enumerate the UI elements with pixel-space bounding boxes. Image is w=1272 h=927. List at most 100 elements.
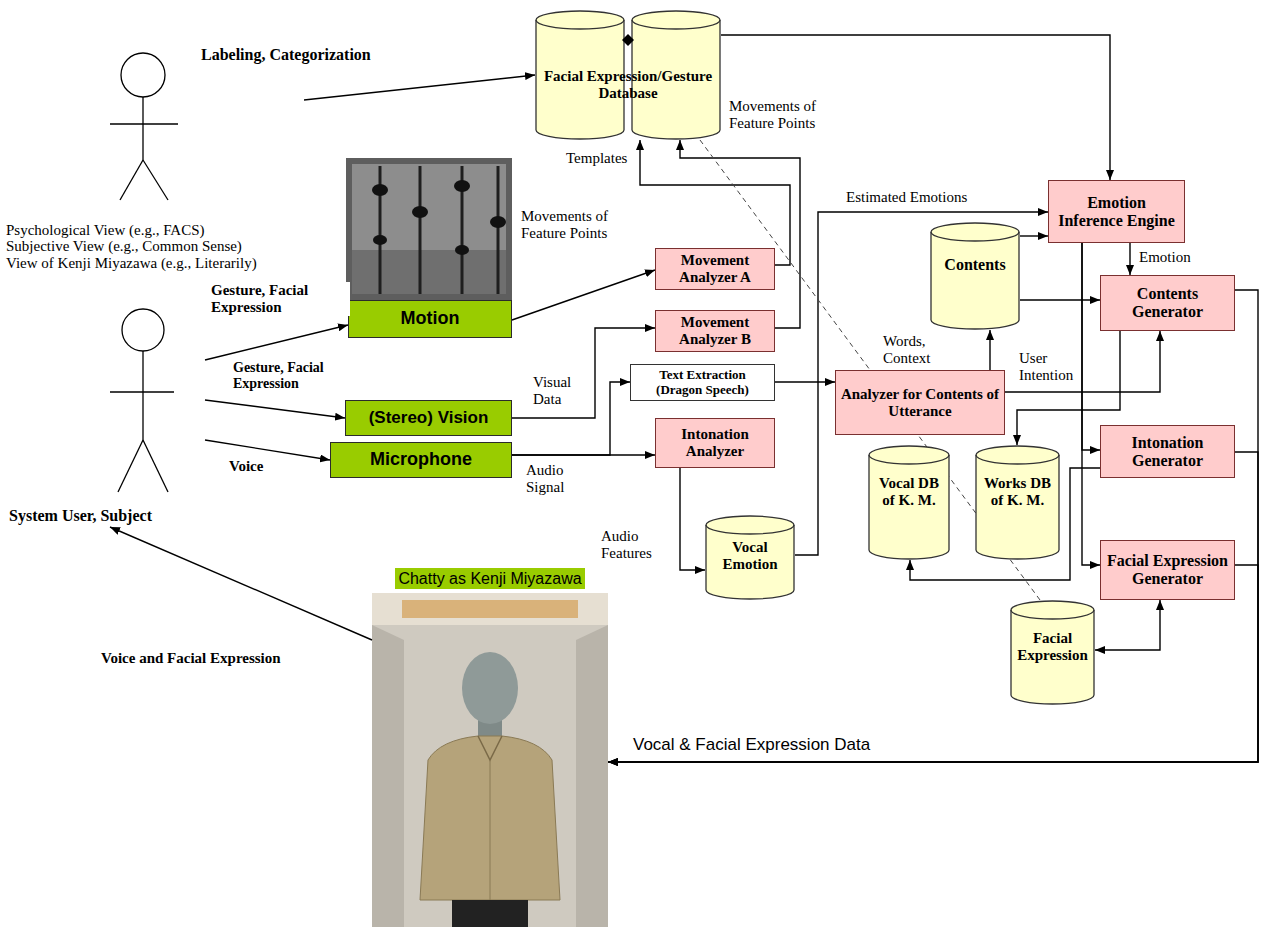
connector xyxy=(608,452,1258,762)
process-box: Emotion Inference Engine xyxy=(1048,180,1185,243)
text-group: Vocal DB of K. M. xyxy=(871,475,947,508)
process-box: Movement Analyzer B xyxy=(655,310,775,352)
text-group: Vocal Emotion xyxy=(708,539,792,572)
camera xyxy=(455,245,469,255)
node-text: Text Extraction (Dragon Speech) xyxy=(635,368,770,397)
shirt-placket xyxy=(490,760,491,900)
figure-arms xyxy=(110,391,174,392)
figure-body xyxy=(142,97,143,160)
text-group: System User, Subject xyxy=(9,507,203,525)
cylinder-rim xyxy=(931,232,1019,241)
node-text: Psychological View (e.g., FACS) xyxy=(6,222,302,239)
link-diamond xyxy=(622,34,634,46)
text-group: Intonation Generator xyxy=(1105,434,1230,470)
database-cylinder: Facial Expression xyxy=(1010,600,1095,705)
node-text: Motion xyxy=(353,309,507,329)
photo-floor xyxy=(352,250,506,294)
node-text: Facial Expression xyxy=(1013,630,1092,663)
connector xyxy=(1020,299,1100,300)
text-group: Psychological View (e.g., FACS)Subjectiv… xyxy=(6,222,302,272)
figure-body xyxy=(142,351,143,440)
user-figure xyxy=(110,309,174,492)
connector xyxy=(512,454,655,455)
process-box: Intonation Analyzer xyxy=(655,418,775,468)
text-group: Microphone xyxy=(335,450,507,470)
edge-label: Visual Data xyxy=(532,374,592,408)
photo-ceiling xyxy=(372,593,608,625)
cylinder-body xyxy=(976,446,1059,559)
edge-label: Labeling, Categorization xyxy=(200,46,372,64)
cylinder-body xyxy=(931,223,1019,329)
connector xyxy=(205,325,348,360)
figure-leg xyxy=(143,160,168,200)
text-group: Analyzer for Contents of Utterance xyxy=(840,386,1000,420)
cylinder-shape xyxy=(930,222,1020,330)
node-text: Vocal DB of K. M. xyxy=(871,475,947,508)
figure-head xyxy=(122,309,164,351)
photo-ground xyxy=(372,593,608,927)
node-text: Intonation Analyzer xyxy=(660,426,770,460)
connector xyxy=(1095,600,1160,650)
node-text: Intonation Generator xyxy=(1105,434,1230,470)
database-cylinder: Works DB of K. M. xyxy=(975,445,1060,560)
cylinder-rim xyxy=(536,20,624,29)
node-text: Subjective View (e.g., Common Sense) xyxy=(6,238,302,255)
side-wall xyxy=(576,625,608,927)
connector xyxy=(608,290,1258,762)
cylinder-rim xyxy=(1011,610,1094,619)
text-group: Facial Expression xyxy=(1013,630,1092,663)
text-group: Movement Analyzer B xyxy=(660,314,770,348)
connector xyxy=(205,400,345,418)
text-group: Contents Generator xyxy=(1105,285,1230,321)
process-box: Text Extraction (Dragon Speech) xyxy=(630,364,775,401)
text-group: Contents xyxy=(933,256,1017,274)
edge-label: User Intention xyxy=(1018,350,1078,384)
camera xyxy=(454,180,470,192)
camera xyxy=(412,206,428,218)
edge-label: Voice xyxy=(228,458,264,475)
database-cylinder: Vocal Emotion xyxy=(705,515,795,600)
connector xyxy=(680,140,800,328)
camera-pole xyxy=(419,166,422,294)
cylinder-rim xyxy=(632,20,720,29)
cylinder-body xyxy=(869,446,949,559)
database-cylinder: Vocal DB of K. M. xyxy=(868,445,950,560)
figure-leg xyxy=(118,440,143,492)
sensor-box: (Stereo) Vision xyxy=(345,400,512,436)
motion-capture-photo xyxy=(346,158,512,300)
text-group: Emotion Inference Engine xyxy=(1053,194,1180,230)
text-group: Text Extraction (Dragon Speech) xyxy=(635,368,770,397)
camera xyxy=(373,235,387,245)
text-group: Motion xyxy=(353,309,507,329)
photo-ground xyxy=(346,158,512,300)
camera xyxy=(372,184,388,196)
text-group: Chatty as Kenji Miyazawa xyxy=(372,568,608,589)
text-group: Facial Expression/Gesture Database xyxy=(537,68,719,103)
camera-pole xyxy=(497,166,500,294)
side-wall xyxy=(372,625,404,927)
node-text: Contents xyxy=(933,256,1017,274)
node-text: Emotion Inference Engine xyxy=(1053,194,1180,230)
node-text: Facial Expression Generator xyxy=(1105,552,1230,588)
android-photo xyxy=(372,593,608,927)
cylinder-rim xyxy=(869,455,949,464)
connector xyxy=(304,75,535,100)
node-text: Movement Analyzer B xyxy=(660,314,770,348)
node-text: Movement Analyzer A xyxy=(660,252,770,286)
edge-label: Voice and Facial Expression xyxy=(100,650,282,667)
connector xyxy=(1082,243,1100,565)
edge-label: Audio Features xyxy=(600,528,674,562)
process-box: Intonation Generator xyxy=(1100,425,1235,478)
edge-label: Templates xyxy=(565,150,628,167)
node-text: Contents Generator xyxy=(1105,285,1230,321)
actor-figure: System User, Subject xyxy=(5,305,205,527)
photo-wall xyxy=(352,164,506,294)
figure-leg xyxy=(120,160,143,200)
edge-label: Gesture, Facial Expression xyxy=(210,282,350,316)
connector xyxy=(1129,243,1130,275)
cylinder-rim xyxy=(706,525,794,534)
connector xyxy=(110,527,372,640)
